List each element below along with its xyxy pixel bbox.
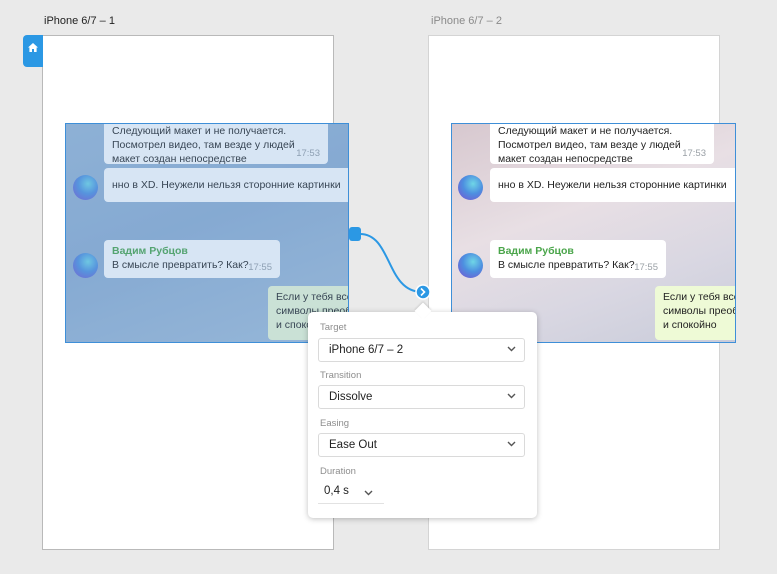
chevron-down-icon [507,346,516,352]
message-bubble-2: нно в XD. Неужели нельзя сторонние карти… [104,168,348,202]
message-text: Если у тебя все [663,291,736,303]
target-label: Target [320,322,347,333]
message-text: В смысле превратить? Как? [498,259,635,271]
avatar [458,175,483,200]
message-text: макет создан непосредстве [498,153,633,165]
wire-start-handle[interactable] [349,227,361,241]
chevron-right-icon [420,287,426,297]
message-text: и спокойно [663,319,717,331]
chevron-down-icon [507,393,516,399]
duration-value: 0,4 s [324,485,349,497]
message-bubble-3: Вадим Рубцов В смысле превратить? Как? 1… [490,240,666,278]
message-bubble-3: Вадим Рубцов В смысле превратить? Как? 1… [104,240,280,278]
avatar [73,175,98,200]
home-icon [28,43,38,52]
prototype-interaction-panel: Target iPhone 6/7 – 2 Transition Dissolv… [308,302,537,518]
easing-label: Easing [320,418,350,429]
message-author: Вадим Рубцов [498,245,574,257]
message-bubble-2: нно в XD. Неужели нельзя сторонние карти… [490,168,735,202]
message-text: макет создан непосредстве [112,153,247,165]
message-author: Вадим Рубцов [112,245,188,257]
transition-select[interactable]: Dissolve [318,385,525,409]
transition-label: Transition [320,370,362,381]
duration-label: Duration [320,466,356,477]
artboard-title-2[interactable]: iPhone 6/7 – 2 [431,15,502,27]
message-text: Следующий макет и не получается. [112,125,287,137]
easing-value: Ease Out [329,439,377,451]
message-text: Посмотрел видео, там везде у людей [112,139,295,151]
message-time: 17:55 [248,262,272,273]
message-text: символы преобра [663,305,735,317]
message-text: нно в XD. Неужели нельзя сторонние карти… [112,179,341,191]
message-text: Следующий макет и не получается. [498,125,673,137]
message-time: 17:55 [634,262,658,273]
message-text: нно в XD. Неужели нельзя сторонние карти… [498,179,727,191]
target-select[interactable]: iPhone 6/7 – 2 [318,338,525,362]
target-value: iPhone 6/7 – 2 [329,344,404,356]
message-bubble-1: Следующий макет и не получается. Посмотр… [104,124,328,165]
easing-select[interactable]: Ease Out [318,433,525,457]
chat-group-target[interactable]: Следующий макет и не получается. Посмотр… [451,123,736,343]
avatar [458,253,483,278]
wire-end-handle[interactable] [415,284,431,300]
message-text: В смысле превратить? Как? [112,259,249,271]
artboard-title-1[interactable]: iPhone 6/7 – 1 [44,15,115,27]
message-time: 17:53 [296,148,320,159]
chevron-down-icon [507,441,516,447]
avatar [73,253,98,278]
message-time: 17:53 [682,148,706,159]
message-bubble-1: Следующий макет и не получается. Посмотр… [490,124,714,165]
message-bubble-4: Если у тебя все символы преобра и спокой… [655,286,736,340]
chevron-down-icon [364,490,373,496]
home-artboard-flag[interactable] [23,35,43,67]
chat-group-selected[interactable]: Следующий макет и не получается. Посмотр… [65,123,349,343]
transition-value: Dissolve [329,391,373,403]
message-text: Посмотрел видео, там везде у людей [498,139,681,151]
message-text: Если у тебя все [276,291,349,303]
duration-select[interactable]: 0,4 s [318,482,384,504]
